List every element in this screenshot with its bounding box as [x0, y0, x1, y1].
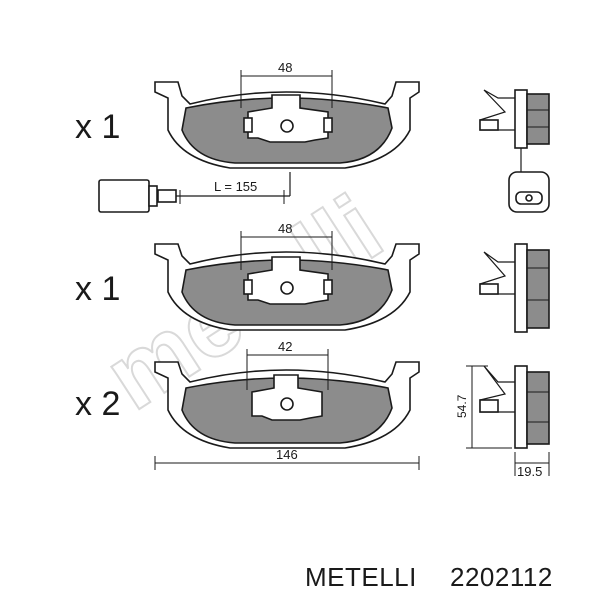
side-3-friction [526, 371, 550, 445]
pad-2-left-clip [243, 279, 253, 295]
sensor-connector-neck [148, 185, 158, 207]
side-3-pin [479, 399, 499, 413]
side-view-1 [479, 89, 550, 213]
side-view-2 [479, 243, 550, 333]
height-dim: 54.7 [455, 394, 469, 418]
product-part-number: 2202112 [450, 562, 553, 592]
side-1-backing-plate [514, 89, 528, 149]
sensor-grommet [157, 189, 177, 203]
pad-2: x 1 48 [75, 221, 420, 331]
pad-3: x 2 42 146 [75, 339, 420, 470]
pad-3-width-dim: 42 [278, 339, 292, 354]
overall-width-dim: 146 [276, 447, 298, 462]
product-label: METELLI 2202112 [305, 562, 553, 592]
thickness-dim: 19.5 [517, 464, 542, 479]
pad-1-quantity: x 1 [75, 108, 120, 146]
side-2-backing-plate [514, 243, 528, 333]
pad-2-quantity: x 1 [75, 270, 120, 308]
side-1-friction [526, 93, 550, 145]
side-2-pin [479, 283, 499, 295]
pad-2-center-hole [280, 281, 294, 295]
pad-2-right-clip [323, 279, 333, 295]
side-3-backing-plate [514, 365, 528, 449]
sensor-cable-length: L = 155 [214, 179, 257, 194]
pad-1-left-clip [243, 117, 253, 133]
pad-1-center-hole [280, 119, 294, 133]
pad-3-quantity: x 2 [75, 385, 120, 423]
pad-1: x 1 48 [75, 60, 420, 169]
side-view-3: 54.7 19.5 [455, 365, 550, 479]
pad-3-center-hole [280, 397, 294, 411]
pad-1-width-dim: 48 [278, 60, 292, 75]
side-1-pin [479, 119, 499, 131]
pad-2-center-boss [247, 256, 329, 305]
pad-1-right-clip [323, 117, 333, 133]
sensor-connector [98, 179, 150, 213]
wear-sensor: L = 155 [98, 172, 291, 213]
product-brand: METELLI [305, 562, 417, 592]
pad-1-center-boss [247, 94, 329, 143]
side-2-friction [526, 249, 550, 329]
side-1-sensor-hole [525, 194, 533, 202]
pad-2-width-dim: 48 [278, 221, 292, 236]
